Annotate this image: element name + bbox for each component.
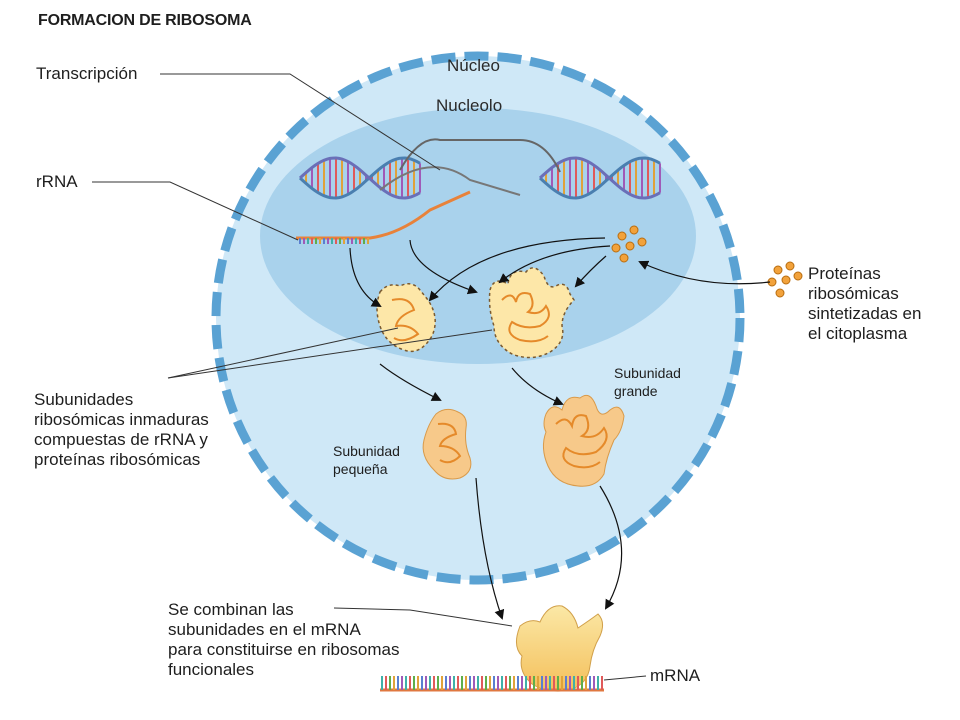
combine-label: Se combinan las subunidades en el mRNA p…: [168, 600, 400, 679]
dna-coding-strand: [379, 166, 521, 196]
nucleus-label: Núcleo: [447, 56, 500, 75]
protein-dots-nucleolus: [611, 225, 647, 263]
leader-lines: [92, 73, 647, 681]
transcription-label: Transcripción: [36, 64, 138, 83]
rrna-label: rRNA: [36, 172, 78, 191]
immature-large-subunit: [488, 267, 575, 359]
dna-double-helix-icon: [298, 156, 661, 200]
large-subunit-label: Subunidad grande: [614, 365, 681, 399]
small-subunit-label: Subunidad pequeña: [333, 443, 400, 477]
mrna-strand: [380, 676, 604, 692]
rrna-strand: [296, 190, 471, 244]
protein-dots-icon: [767, 261, 803, 298]
nuclear-envelope: [211, 51, 745, 585]
large-subunit-icon: [542, 394, 625, 487]
small-subunit-icon: [422, 408, 472, 480]
cytoplasm-proteins-label: Proteínas ribosómicas sintetizadas en el…: [808, 264, 922, 343]
process-arrows: [349, 237, 771, 620]
diagram-title: FORMACION DE RIBOSOMA: [38, 12, 252, 29]
immature-subunits-label: Subunidades ribosómicas inmaduras compue…: [34, 390, 209, 469]
nucleolus-body: [260, 108, 696, 364]
immature-small-subunit: [376, 283, 436, 353]
nucleolus-label: Nucleolo: [436, 96, 503, 115]
mrna-label: mRNA: [650, 666, 701, 685]
